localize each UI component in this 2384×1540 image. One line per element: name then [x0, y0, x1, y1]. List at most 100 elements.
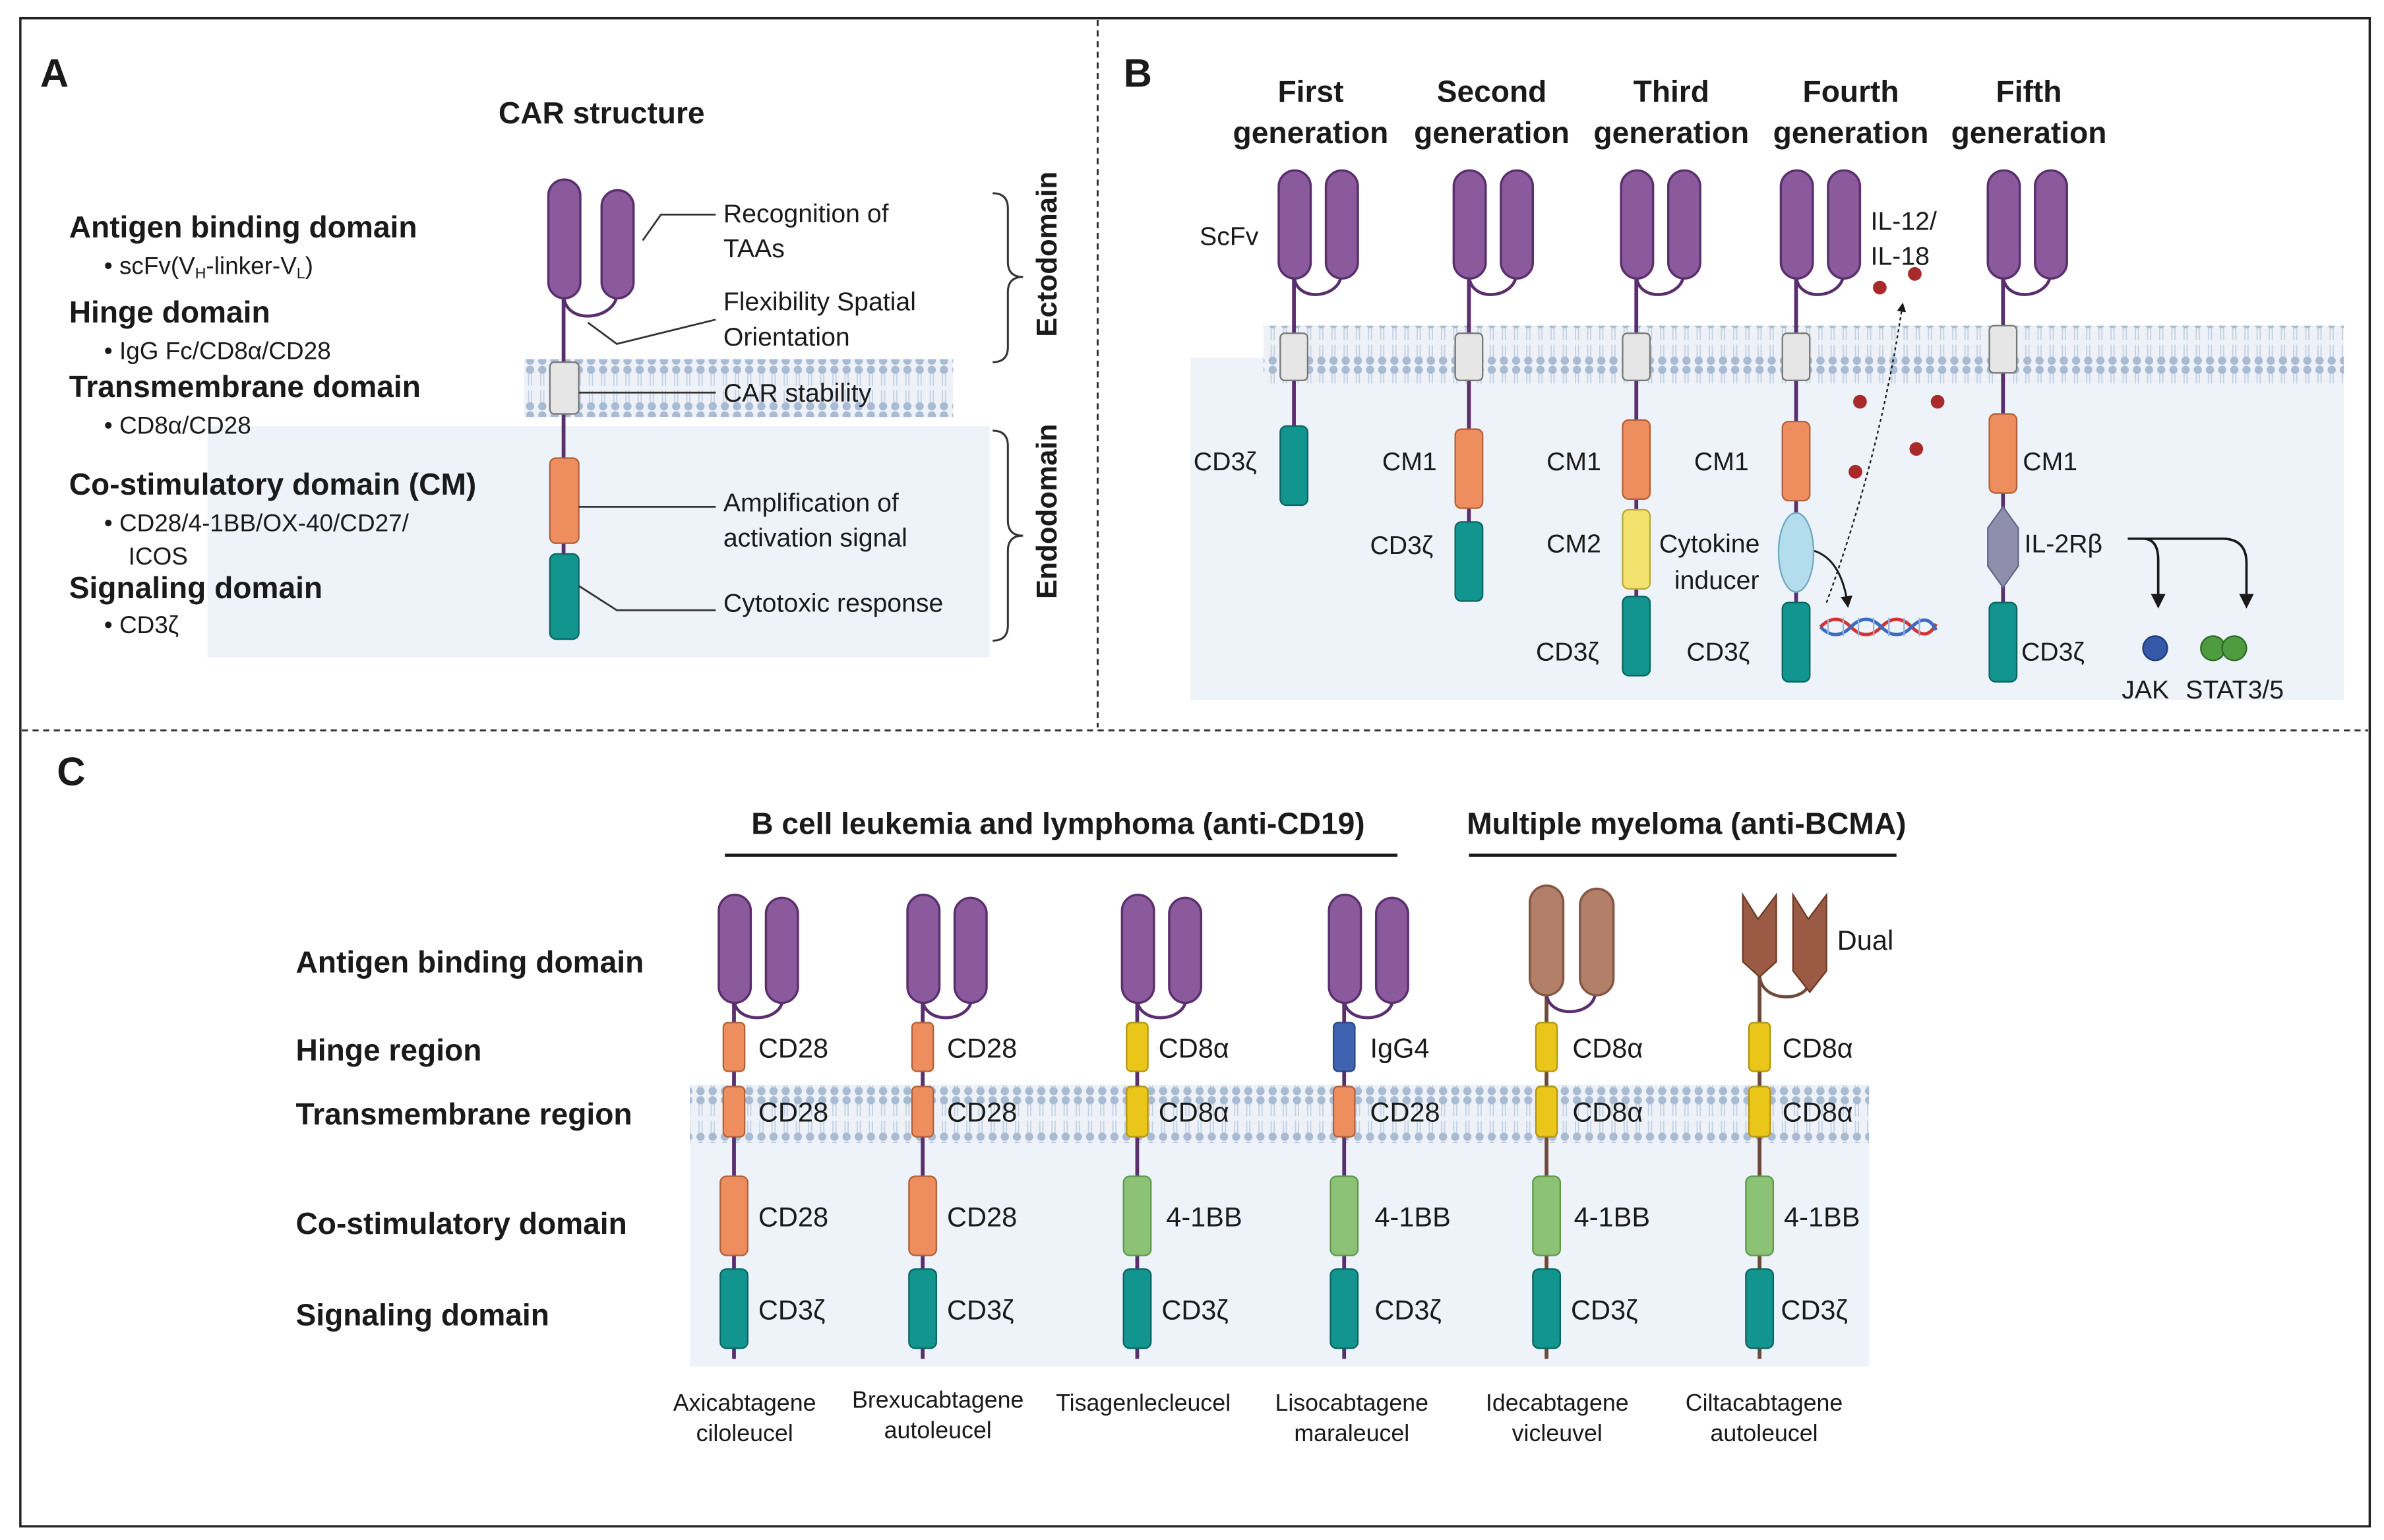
car-tisagenlecleucel: [1120, 893, 1203, 1359]
product-6-name-2: autoleucel: [1711, 1420, 1818, 1446]
p5-hinge: CD8α: [1572, 1033, 1643, 1064]
car-gen-5: [1986, 169, 2068, 683]
domain-hinge: Hinge domain: [69, 295, 270, 329]
p2-costim: CD28: [947, 1202, 1017, 1233]
product-6-name-1: Ciltacabtagene: [1686, 1390, 1843, 1416]
p2-signal: CD3ζ: [947, 1294, 1014, 1325]
stat-arrow: [2143, 537, 2254, 609]
car-axicabtagene: [718, 893, 799, 1359]
product-5-name-2: vicleuvel: [1512, 1420, 1603, 1446]
p2-hinge: CD28: [947, 1033, 1017, 1064]
domain-hinge-detail: • IgG Fc/CD8α/CD28: [104, 338, 331, 365]
leader-lines-a: [578, 213, 716, 611]
product-3-name-1: Tisagenlecleucel: [1056, 1390, 1231, 1416]
label-recognition-1: Recognition of: [723, 199, 889, 228]
p4-tm: CD28: [1370, 1096, 1440, 1127]
il2rb-domain: [1987, 505, 2019, 589]
tm-block: [549, 361, 580, 415]
dual-vhh-2: [1792, 892, 1827, 994]
domain-costimulatory: Co-stimulatory domain (CM): [69, 467, 477, 501]
row-hinge: Hinge region: [295, 1033, 481, 1067]
p3-costim: 4-1BB: [1166, 1202, 1242, 1233]
label-gen4-cd3z: CD3ζ: [1686, 637, 1750, 666]
dna-helix-icon: [1819, 617, 1938, 636]
domain-costimulatory-detail-2: ICOS: [129, 543, 188, 570]
domain-transmembrane-detail: • CD8α/CD28: [104, 412, 251, 439]
gen-4-line2: generation: [1773, 115, 1929, 150]
domain-antigen-binding-detail: • scFv(VH-linker-VL): [104, 252, 313, 282]
label-amp-1: Amplification of: [723, 488, 899, 517]
p4-costim: 4-1BB: [1374, 1202, 1450, 1233]
domain-signaling: Signaling domain: [69, 570, 322, 605]
car-ciltacabtagene: [1742, 892, 1827, 1359]
label-gen5-cm1: CM1: [2023, 447, 2077, 476]
label-gen2-cm1: CM1: [1382, 447, 1437, 476]
label-recognition-2: TAAs: [723, 234, 785, 263]
label-gen3-cd3z: CD3ζ: [1536, 637, 1599, 666]
p3-signal: CD3ζ: [1161, 1294, 1228, 1325]
component-labels: CD28 CD28 CD28 CD3ζ CD28 CD28 CD28 CD3ζ …: [758, 1033, 1860, 1326]
label-amp-2: activation signal: [723, 523, 907, 552]
panel-b-labels: ScFv CD3ζ CM1 CD3ζ CM1 CM2 CD3ζ CM1 Cyto…: [1194, 206, 2284, 704]
label-il2rb: IL-2Rβ: [2025, 530, 2102, 559]
car-gen-2: [1452, 169, 1535, 602]
label-gen3-cm2: CM2: [1546, 530, 1601, 559]
cytoplasm-bg-b: [1190, 357, 2344, 700]
row-costimulatory: Co-stimulatory domain: [295, 1206, 627, 1241]
label-gen1-cd3z: CD3ζ: [1194, 447, 1257, 476]
function-labels: Recognition of TAAs Flexibility Spatial …: [723, 199, 944, 618]
label-flex-2: Orientation: [723, 323, 850, 352]
row-labels: Antigen binding domain Hinge region Tran…: [295, 944, 644, 1332]
product-5-name-1: Idecabtagene: [1486, 1390, 1629, 1416]
domain-antigen-binding: Antigen binding domain: [69, 210, 417, 244]
product-2-name-1: Brexucabtagene: [852, 1386, 1024, 1413]
p5-costim: 4-1BB: [1574, 1202, 1650, 1233]
p2-tm: CD28: [947, 1096, 1017, 1127]
p6-hinge: CD8α: [1783, 1033, 1853, 1064]
p5-signal: CD3ζ: [1571, 1294, 1637, 1325]
domain-costimulatory-detail: • CD28/4-1BB/OX-40/CD27/: [104, 509, 410, 536]
costim-block: [549, 457, 580, 544]
product-names: Axicabtagene ciloleucel Brexucabtagene a…: [673, 1386, 1843, 1446]
cytoplasm-bg-a: [207, 426, 990, 658]
membrane-a: [524, 359, 954, 417]
label-stat: STAT3/5: [2185, 675, 2284, 704]
label-gen3-cm1: CM1: [1546, 447, 1601, 476]
label-flex-1: Flexibility Spatial: [723, 288, 916, 317]
label-jak: JAK: [2122, 675, 2169, 704]
membrane-c: [690, 1085, 1870, 1143]
ectodomain-label: Ectodomain: [1031, 171, 1063, 337]
p1-signal: CD3ζ: [758, 1294, 825, 1325]
domain-transmembrane: Transmembrane domain: [69, 369, 421, 404]
p6-signal: CD3ζ: [1781, 1294, 1847, 1325]
label-cytokine-2: inducer: [1674, 566, 1759, 595]
p1-costim: CD28: [758, 1202, 828, 1233]
panel-a-title: CAR structure: [499, 96, 705, 130]
label-cytotoxic: Cytotoxic response: [723, 589, 944, 618]
car-idecabtagene: [1528, 884, 1615, 1359]
p3-tm: CD8α: [1159, 1096, 1229, 1127]
scfv-vh: [547, 178, 582, 299]
row-signaling: Signaling domain: [295, 1298, 549, 1332]
stat-icon-2: [2221, 635, 2247, 662]
car-gen-3: [1620, 169, 1701, 677]
car-lisocabtagene: [1328, 893, 1409, 1359]
cytoplasm-bg-c: [690, 1138, 1870, 1367]
signal-block: [549, 553, 580, 640]
product-2-name-2: autoleucel: [884, 1417, 992, 1443]
endodomain-label: Endodomain: [1031, 424, 1063, 599]
figure-frame: [19, 16, 2371, 1527]
car-gen-4: [1777, 169, 1862, 683]
gen-2-line2: generation: [1414, 115, 1570, 150]
jak-icon: [2142, 635, 2168, 662]
cytokine-inducer: [1777, 512, 1815, 593]
panel-b: B First generation Second generation Thi…: [1124, 51, 2344, 704]
gen-1-line1: First: [1277, 75, 1343, 109]
panel-b-letter: B: [1124, 51, 1152, 96]
group-anti-bcma: Multiple myeloma (anti-BCMA): [1467, 806, 1906, 840]
label-dual: Dual: [1837, 925, 1893, 956]
panel-c: C B cell leukemia and lymphoma (anti-CD1…: [57, 750, 1906, 1446]
endodomain-brace: [993, 429, 1024, 642]
row-transmembrane: Transmembrane region: [295, 1097, 632, 1131]
